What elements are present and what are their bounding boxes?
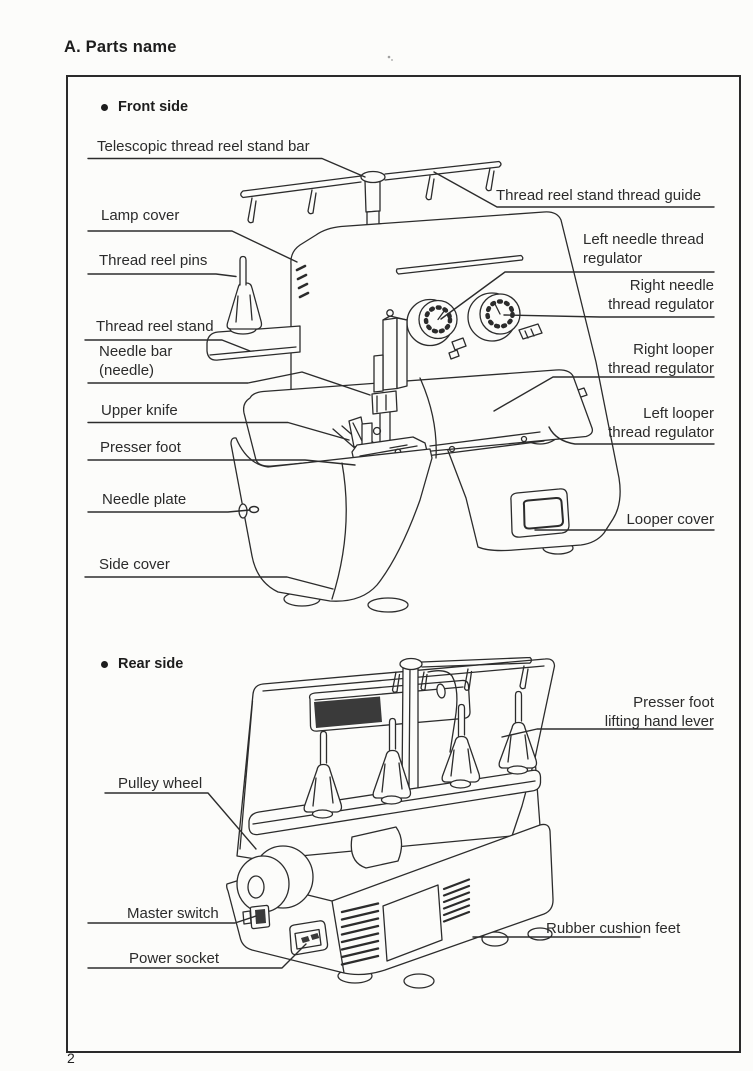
thread-reel-stand-arm: [206, 255, 301, 361]
content-frame: [66, 75, 741, 1053]
leader-lamp-cover: [87, 230, 298, 263]
label-right-needle-regulator: Right needle thread regulator: [608, 277, 714, 313]
base-panel-rect: [382, 884, 443, 962]
label-needle-bar: Needle bar (needle): [99, 343, 173, 379]
thread-guide-hook: [463, 668, 473, 691]
bullet-icon: [101, 103, 108, 111]
leader-master-switch: [87, 915, 257, 924]
lever-hole: [436, 683, 446, 699]
front-foot-mid: [367, 597, 409, 613]
leader-side-cover: [84, 576, 334, 590]
vent-slats-right: [442, 878, 471, 923]
leader-thread-reel-stand: [84, 339, 251, 352]
thread-cone-4: [498, 690, 538, 775]
scan-artifacts: [387, 55, 393, 61]
left-needle-dial: [406, 298, 458, 347]
leader-thread-guide: [433, 171, 715, 208]
label-telescopic-bar: Telescopic thread reel stand bar: [97, 138, 310, 155]
label-needle-plate: Needle plate: [102, 491, 187, 508]
label-thread-reel-pins: Thread reel pins: [99, 252, 208, 269]
label-left-needle-regulator: Left needle thread regulator: [583, 231, 704, 267]
label-thread-guide: Thread reel stand thread guide: [496, 187, 702, 204]
leader-presser-foot: [87, 459, 356, 466]
leader-left-needle-regulator: [440, 271, 715, 320]
leader-telescopic-bar: [87, 157, 366, 178]
leader-right-needle-regulator: [503, 314, 715, 318]
thread-cone-1: [303, 730, 343, 819]
label-presser-foot-lifting-lever: Presser foot lifting hand lever: [604, 694, 714, 730]
thread-guide-hook: [420, 671, 428, 691]
label-power-socket: Power socket: [129, 950, 220, 967]
thread-guide-hook: [391, 671, 401, 693]
leader-pulley-wheel: [104, 792, 257, 850]
right-needle-dial: [467, 292, 521, 342]
front-side-heading: Front side: [101, 99, 188, 115]
label-lamp-cover: Lamp cover: [101, 207, 180, 224]
label-looper-cover: Looper cover: [626, 511, 714, 528]
thread-reel-pin-cone: [226, 282, 263, 330]
thread-guide-hook: [519, 665, 529, 690]
thread-cone-3: [441, 703, 481, 789]
thread-guide-hook: [485, 167, 495, 192]
label-master-switch: Master switch: [127, 905, 219, 922]
label-side-cover: Side cover: [99, 556, 170, 573]
label-presser-foot: Presser foot: [100, 439, 181, 456]
thread-guide-hook: [307, 189, 317, 215]
master-switch-shape: [242, 904, 271, 930]
label-rubber-cushion-feet: Rubber cushion feet: [546, 920, 681, 937]
face-slot: [395, 254, 524, 275]
power-socket-shape: [289, 920, 329, 956]
bullet-icon: [101, 660, 108, 668]
label-thread-reel-stand: Thread reel stand: [96, 318, 214, 335]
leader-presser-foot-lifting-lever: [501, 728, 714, 738]
leader-needle-bar: [87, 371, 371, 396]
leader-left-looper-regulator: [548, 426, 715, 445]
thread-cone-2: [372, 717, 412, 805]
page-title: A. Parts name: [64, 38, 177, 56]
rubber-foot: [403, 973, 435, 989]
label-upper-knife: Upper knife: [101, 402, 178, 419]
label-leader-lines: [84, 157, 715, 969]
lamp-cover-slots: [295, 264, 310, 299]
label-left-looper-regulator: Left looper thread regulator: [608, 405, 714, 441]
leader-thread-reel-pins: [87, 273, 237, 278]
rear-machine-illustration: [226, 656, 556, 989]
label-right-looper-regulator: Right looper thread regulator: [608, 341, 714, 377]
looper-cover-door: [510, 488, 570, 538]
rear-telescopic-pole: [391, 656, 533, 791]
thread-guide-hook: [247, 197, 257, 224]
rear-side-heading-label: Rear side: [118, 656, 184, 672]
leader-needle-plate: [87, 505, 260, 514]
pulley-wheel-shape: [236, 845, 314, 913]
leader-upper-knife: [87, 421, 350, 441]
thread-guide-hook: [425, 175, 435, 201]
page-number: 2: [67, 1050, 75, 1066]
rubber-foot: [481, 931, 509, 947]
label-pulley-wheel: Pulley wheel: [118, 775, 203, 792]
front-machine-illustration: [206, 160, 621, 613]
leader-power-socket: [87, 943, 307, 969]
front-side-heading-label: Front side: [118, 99, 189, 115]
vent-slats-left: [340, 902, 380, 966]
rear-side-heading: Rear side: [101, 656, 183, 672]
leader-right-looper-regulator: [493, 376, 715, 412]
